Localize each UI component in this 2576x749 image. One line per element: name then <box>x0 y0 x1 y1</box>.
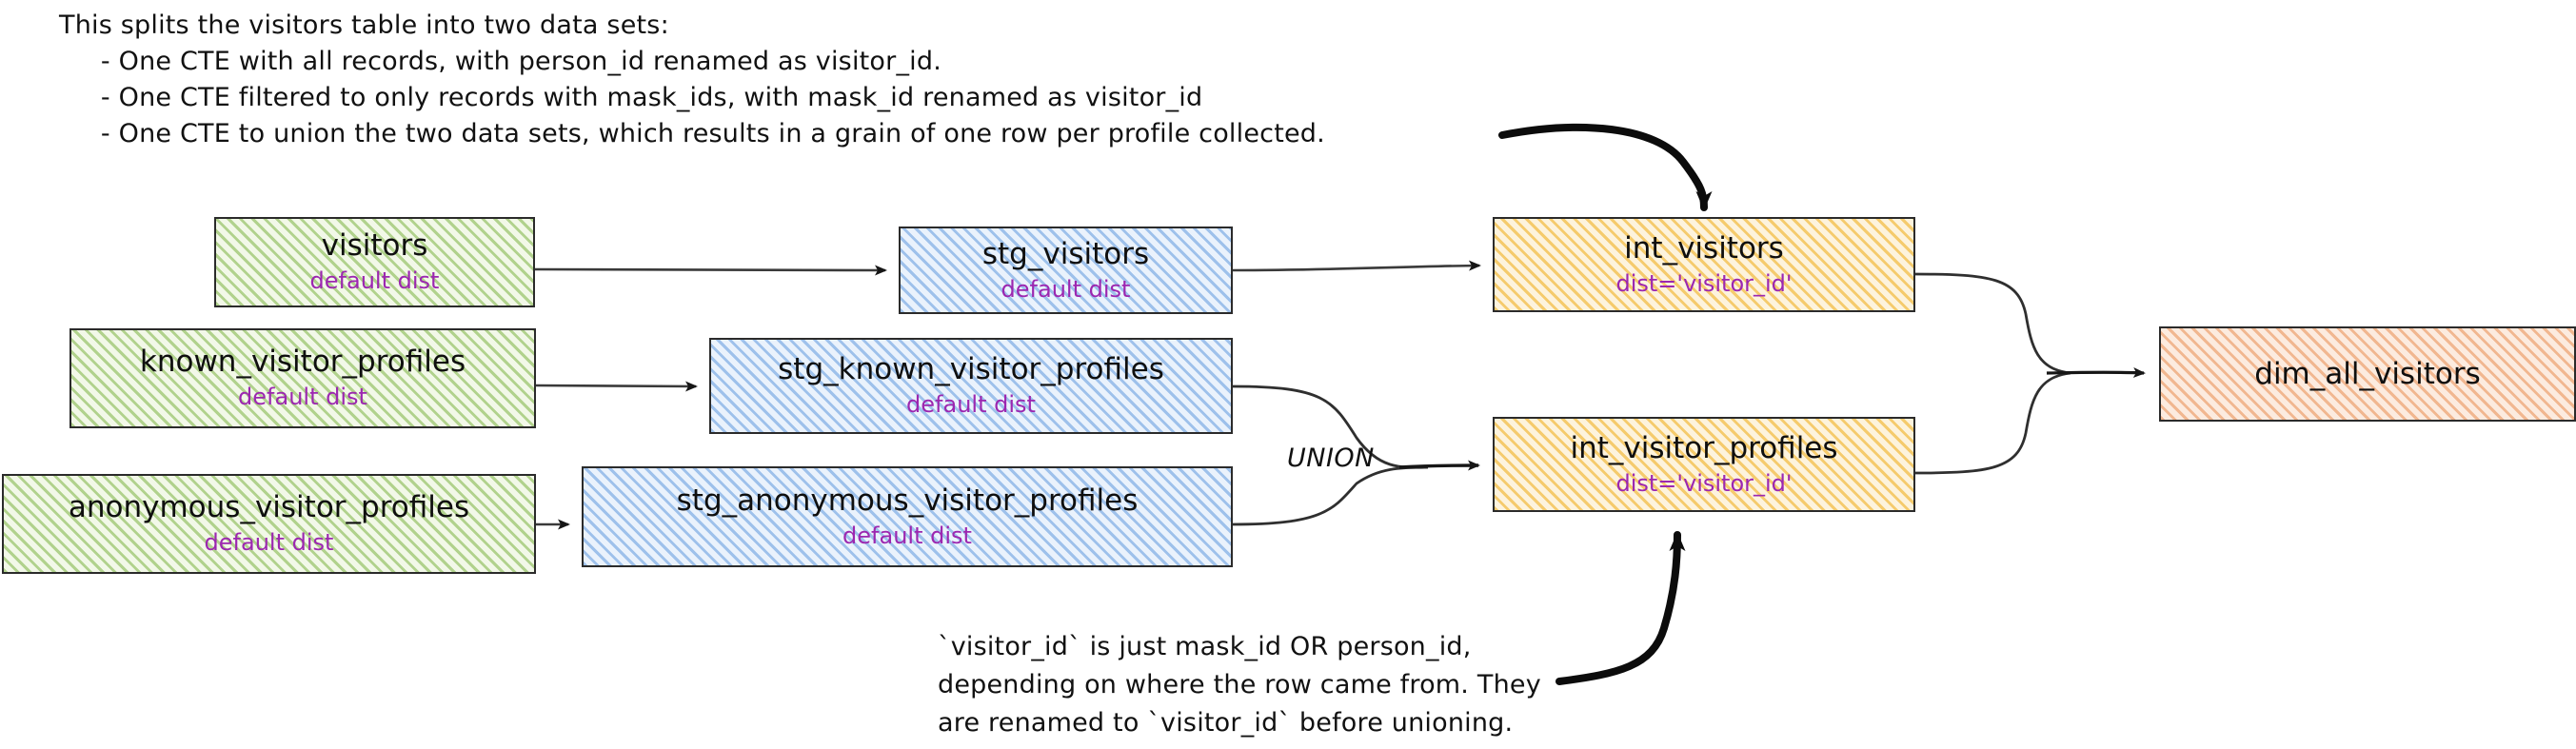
annotation-arrow-top <box>1498 123 1713 211</box>
node-title: stg_visitors <box>981 236 1150 271</box>
edge-visitors-to-stg-visitors <box>534 265 887 276</box>
node-title: int_visitors <box>1624 230 1784 266</box>
edge-merge-to-dim <box>2046 367 2146 378</box>
node-known-visitor-profiles[interactable]: known_visitor_profiles default dist <box>69 328 536 428</box>
node-stg-anonymous-visitor-profiles[interactable]: stg_anonymous_visitor_profiles default d… <box>582 466 1233 567</box>
node-anonymous-visitor-profiles[interactable]: anonymous_visitor_profiles default dist <box>2 474 536 574</box>
node-title: known_visitor_profiles <box>139 345 466 379</box>
node-subtitle: default dist <box>238 384 367 410</box>
edge-stg-visitors-to-int-visitors <box>1232 260 1481 272</box>
node-visitors[interactable]: visitors default dist <box>214 217 535 307</box>
node-subtitle: default dist <box>842 522 972 549</box>
node-title: anonymous_visitor_profiles <box>68 490 470 524</box>
node-title: stg_anonymous_visitor_profiles <box>676 483 1139 518</box>
node-subtitle: default dist <box>906 391 1036 418</box>
node-title: dim_all_visitors <box>2254 357 2481 391</box>
node-title: stg_known_visitor_profiles <box>778 352 1164 386</box>
node-subtitle: default dist <box>1001 275 1131 303</box>
union-label: UNION <box>1287 443 1375 473</box>
node-int-visitors[interactable]: int_visitors dist='visitor_id' <box>1493 217 1915 312</box>
node-title: visitors <box>321 228 428 263</box>
node-subtitle: default dist <box>204 529 334 556</box>
annotation-note-bottom: `visitor_id` is just mask_id OR person_i… <box>938 632 1541 738</box>
node-title: int_visitor_profiles <box>1570 430 1838 465</box>
node-subtitle: dist='visitor_id' <box>1615 469 1793 497</box>
annotation-note-top: This splits the visitors table into two … <box>59 10 1325 148</box>
edge-int-profiles-to-dim <box>1914 371 2071 475</box>
node-dim-all-visitors[interactable]: dim_all_visitors <box>2159 326 2576 422</box>
annotation-arrow-bottom <box>1556 531 1686 685</box>
node-subtitle: default dist <box>309 267 440 294</box>
edge-known-to-stg-known <box>535 381 698 392</box>
edge-stg-anonymous-to-union <box>1232 465 1429 526</box>
node-stg-known-visitor-profiles[interactable]: stg_known_visitor_profiles default dist <box>709 338 1233 434</box>
edge-int-visitors-to-dim <box>1914 272 2071 375</box>
node-subtitle: dist='visitor_id' <box>1615 269 1793 297</box>
edge-union-to-int-profiles <box>1398 460 1480 471</box>
node-stg-visitors[interactable]: stg_visitors default dist <box>899 227 1233 314</box>
node-int-visitor-profiles[interactable]: int_visitor_profiles dist='visitor_id' <box>1493 417 1915 512</box>
